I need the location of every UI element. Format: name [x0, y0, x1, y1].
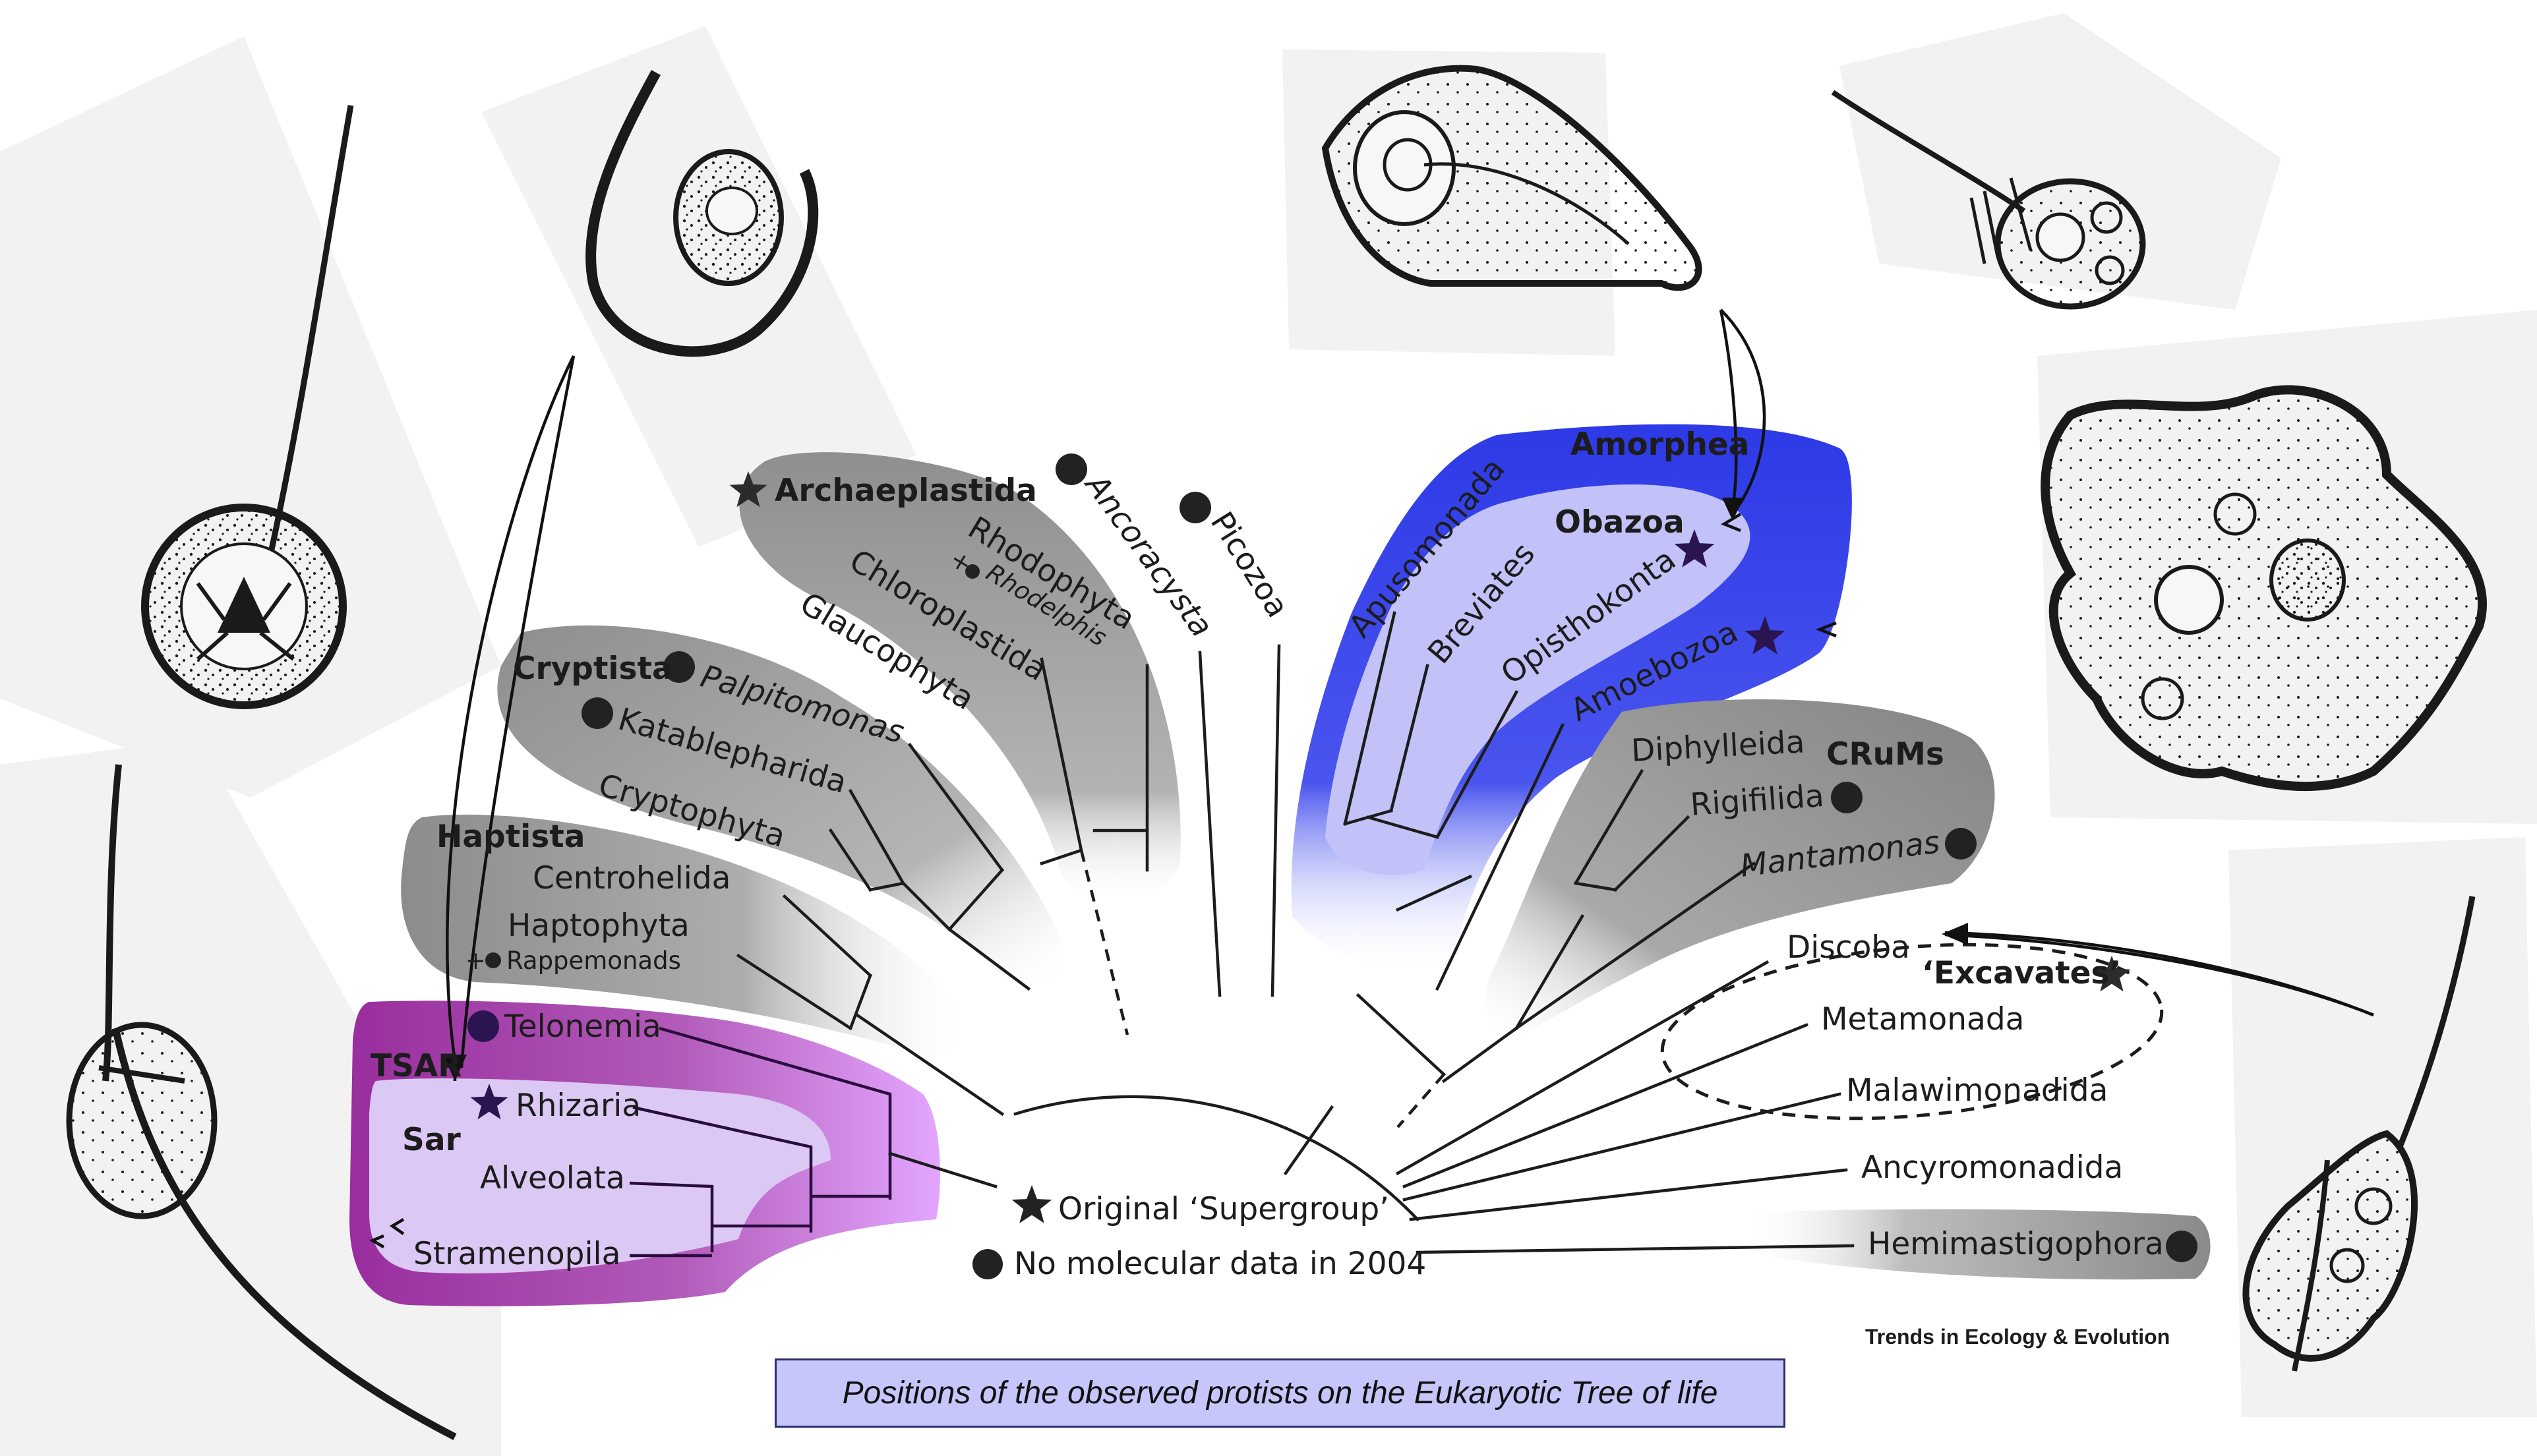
telonemia-label: Telonemia — [504, 1008, 661, 1045]
legend-dot-icon — [972, 1249, 1003, 1279]
centrohelida-label: Centrohelida — [533, 860, 731, 896]
dot-ancoracysta-icon — [1056, 453, 1087, 485]
alveolata-label: Alveolata — [480, 1160, 625, 1196]
obazoa-label: Obazoa — [1555, 504, 1685, 540]
stramenopila-label: Stramenopila — [413, 1236, 620, 1272]
crums-label: CRuMs — [1826, 736, 1944, 772]
cryptista-label: Cryptista — [513, 651, 673, 687]
sar-label: Sar — [402, 1122, 462, 1158]
archaeplastida-label: Archaeplastida — [775, 473, 1037, 509]
legend: Original ‘Supergroup’ No molecular data … — [972, 1185, 1426, 1282]
protist-sketch-pear-cell — [1325, 69, 1699, 288]
amorphea-label: Amorphea — [1570, 426, 1750, 463]
legend-dot-label: No molecular data in 2004 — [1014, 1246, 1426, 1282]
dot-mantamonas-icon — [1945, 828, 1977, 859]
journal-credit: Trends in Ecology & Evolution — [1865, 1325, 2170, 1349]
legend-star-icon — [1012, 1185, 1052, 1223]
caption-box: Positions of the observed protists on th… — [775, 1358, 1785, 1428]
dot-katablepharida-icon — [582, 697, 613, 729]
rhizaria-label: Rhizaria — [516, 1088, 641, 1124]
haptista-label: Haptista — [436, 819, 585, 855]
metamonada-label: Metamonada — [1821, 1001, 2024, 1037]
dot-telonemia-icon — [467, 1010, 499, 1042]
rhodelphis-dot — [965, 564, 980, 579]
discoba-label: Discoba — [1787, 929, 1910, 966]
rappemonads-plus: + — [465, 946, 486, 975]
ancyromonadida-label: Ancyromonadida — [1861, 1150, 2123, 1186]
tsar-label: TSAR — [371, 1048, 462, 1084]
dot-picozoa-icon — [1179, 492, 1211, 523]
hemimastigophora-label: Hemimastigophora — [1868, 1226, 2164, 1262]
malawimonadida-label: Malawimonadida — [1846, 1072, 2108, 1109]
picozoa-label: Picozoa — [1203, 506, 1296, 624]
dot-rigifilida-icon — [1831, 782, 1863, 813]
haptophyta-label: Haptophyta — [508, 908, 690, 944]
rappemonads-label: Rappemonads — [506, 946, 681, 975]
dot-hemimastigophora-icon — [2166, 1231, 2197, 1262]
legend-star-label: Original ‘Supergroup’ — [1058, 1191, 1389, 1227]
rappemonads-dot — [485, 952, 501, 968]
excavates-label: ‘Excavates’ — [1922, 955, 2121, 991]
caption-text: Positions of the observed protists on th… — [843, 1375, 1718, 1411]
